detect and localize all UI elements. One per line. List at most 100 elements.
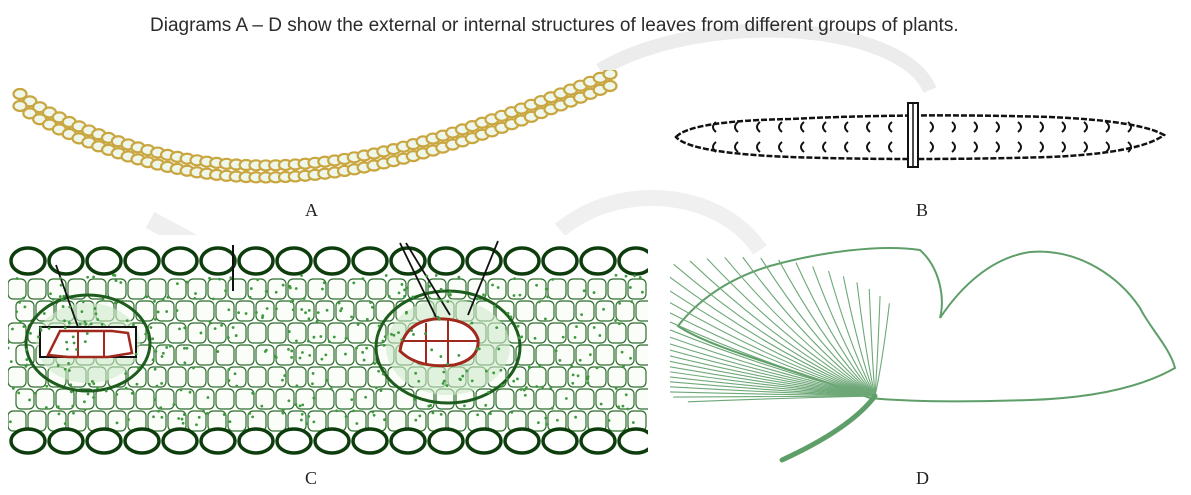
question-text: Diagrams A – D show the external or inte… bbox=[38, 10, 1178, 42]
chloroplast bbox=[618, 322, 621, 325]
epidermis-cell bbox=[11, 429, 45, 453]
chloroplast bbox=[154, 368, 157, 371]
epidermis-cell bbox=[125, 248, 159, 274]
chloroplast bbox=[406, 287, 409, 290]
chloroplast bbox=[414, 372, 417, 375]
mesophyll-cell bbox=[596, 301, 614, 321]
mesophyll-cell bbox=[168, 367, 186, 387]
mesophyll-cell bbox=[588, 323, 606, 343]
chloroplast bbox=[83, 320, 86, 323]
chloroplast bbox=[9, 420, 12, 423]
mesophyll-cell bbox=[508, 279, 526, 299]
epidermis-cell bbox=[581, 429, 615, 453]
epidermis-cell bbox=[353, 429, 387, 453]
chloroplast bbox=[571, 382, 574, 385]
mesophyll-cell bbox=[36, 389, 54, 409]
diagram-d bbox=[670, 238, 1185, 468]
chloroplast bbox=[629, 357, 632, 360]
diagram-b bbox=[670, 95, 1170, 175]
chloroplast bbox=[126, 319, 129, 322]
chloroplast bbox=[165, 346, 168, 349]
chloroplast bbox=[200, 332, 203, 335]
epidermis-cell bbox=[49, 248, 83, 274]
chloroplast bbox=[617, 405, 620, 408]
chloroplast bbox=[152, 415, 155, 418]
chloroplast bbox=[176, 282, 179, 285]
chloroplast bbox=[266, 307, 269, 310]
mesophyll-cell bbox=[548, 367, 566, 387]
chloroplast bbox=[281, 379, 284, 382]
chloroplast bbox=[545, 423, 548, 426]
epidermis-cell bbox=[125, 429, 159, 453]
epidermis-cell bbox=[619, 429, 648, 453]
chloroplast bbox=[251, 392, 254, 395]
epidermis-cell bbox=[353, 248, 387, 274]
chloroplast bbox=[574, 336, 577, 339]
chloroplast bbox=[411, 296, 414, 299]
chloroplast bbox=[519, 294, 522, 297]
cell bbox=[604, 70, 617, 79]
mesophyll-cell bbox=[348, 411, 366, 431]
chloroplast bbox=[136, 383, 139, 386]
chloroplast bbox=[492, 372, 495, 375]
chloroplast bbox=[84, 408, 87, 411]
chloroplast bbox=[29, 332, 32, 335]
mesophyll-cell bbox=[608, 323, 626, 343]
chloroplast bbox=[565, 397, 568, 400]
epidermis-cell bbox=[619, 248, 648, 274]
epidermis-cell bbox=[87, 429, 121, 453]
chloroplast bbox=[510, 315, 513, 318]
chloroplast bbox=[218, 278, 221, 281]
mesophyll-cell bbox=[528, 411, 546, 431]
chloroplast bbox=[12, 387, 15, 390]
chloroplast bbox=[355, 347, 358, 350]
chloroplast bbox=[510, 411, 513, 414]
chloroplast bbox=[618, 302, 621, 305]
chloroplast bbox=[301, 351, 304, 354]
chloroplast bbox=[476, 298, 479, 301]
mesophyll-cell bbox=[216, 345, 234, 365]
chloroplast bbox=[622, 405, 625, 408]
chloroplast bbox=[71, 405, 74, 408]
chloroplast bbox=[16, 277, 19, 280]
mesophyll-cell bbox=[208, 323, 226, 343]
chloroplast bbox=[615, 274, 618, 277]
chloroplast bbox=[183, 326, 186, 329]
chloroplast bbox=[183, 413, 186, 416]
chloroplast bbox=[105, 390, 108, 393]
chloroplast bbox=[90, 322, 93, 325]
chloroplast bbox=[438, 318, 441, 321]
epidermis-cell bbox=[429, 429, 463, 453]
chloroplast bbox=[37, 335, 40, 338]
chloroplast bbox=[193, 297, 196, 300]
mesophyll-cell bbox=[16, 301, 34, 321]
chloroplast bbox=[228, 379, 231, 382]
chloroplast bbox=[116, 421, 119, 424]
chloroplast bbox=[598, 334, 601, 337]
chloroplast bbox=[600, 403, 603, 406]
chloroplast bbox=[482, 293, 485, 296]
chloroplast bbox=[248, 412, 251, 415]
epidermis-cell bbox=[239, 248, 273, 274]
chloroplast bbox=[313, 336, 316, 339]
chloroplast bbox=[162, 299, 165, 302]
chloroplast bbox=[493, 305, 496, 308]
mesophyll-cell bbox=[348, 279, 366, 299]
chloroplast bbox=[435, 274, 438, 277]
cell bbox=[604, 81, 617, 91]
chloroplast bbox=[49, 292, 52, 295]
chloroplast bbox=[551, 407, 554, 410]
chloroplast bbox=[537, 421, 540, 424]
chloroplast bbox=[446, 384, 449, 387]
chloroplast bbox=[59, 295, 62, 298]
chloroplast bbox=[68, 321, 71, 324]
chloroplast bbox=[535, 284, 538, 287]
chloroplast bbox=[385, 274, 388, 277]
chloroplast bbox=[400, 338, 403, 341]
chloroplast bbox=[478, 347, 481, 350]
mesophyll-cell bbox=[296, 301, 314, 321]
chloroplast bbox=[437, 297, 440, 300]
chloroplast bbox=[132, 323, 135, 326]
mesophyll-cell bbox=[196, 301, 214, 321]
chloroplast bbox=[328, 340, 331, 343]
